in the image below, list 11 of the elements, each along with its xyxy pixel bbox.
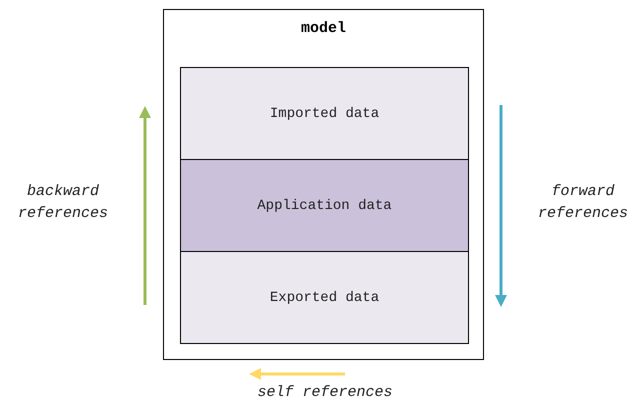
- direction-label: backward references: [16, 182, 109, 224]
- direction-label: self references: [256, 383, 394, 403]
- data-layer-box: [180, 67, 469, 160]
- layer-label: Exported data: [270, 290, 380, 306]
- box-title: model: [300, 20, 347, 37]
- direction-label: forward references: [536, 182, 629, 224]
- data-layer-box: [180, 159, 469, 252]
- layer-label: Application data: [257, 198, 392, 214]
- model-box: [163, 9, 484, 360]
- layer-label: Imported data: [270, 106, 380, 122]
- data-layer-box: [180, 251, 469, 344]
